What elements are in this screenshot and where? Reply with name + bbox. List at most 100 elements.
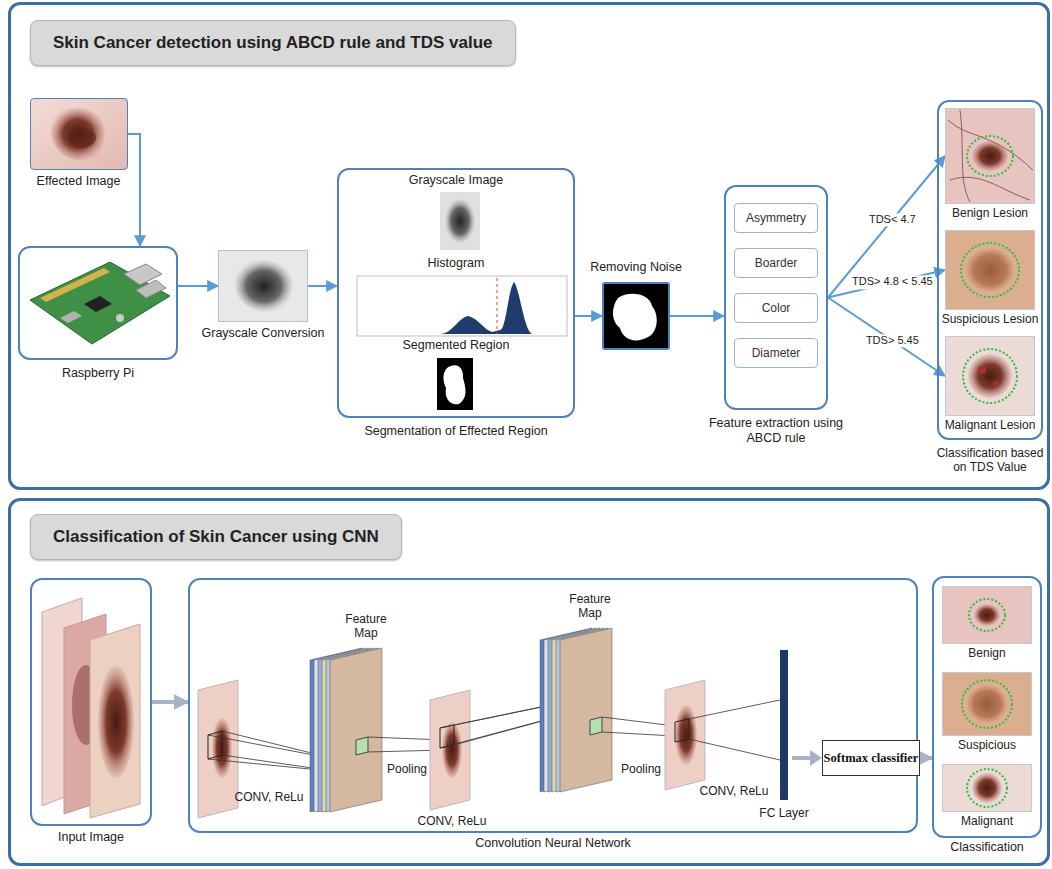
lesion-images-bottom <box>943 587 1031 811</box>
box-text: Softmax classifier <box>824 751 919 765</box>
feature-box: Color <box>734 293 818 323</box>
segmentation-illustration <box>357 192 567 410</box>
lesion-images-top <box>946 109 1034 415</box>
grayscale-skin-image <box>234 260 293 312</box>
lesion-images-bottom <box>962 680 1012 728</box>
affected-skin-image <box>51 108 105 161</box>
layer-label: CONV, ReLu <box>232 790 306 804</box>
caption: Effected Image <box>8 174 150 189</box>
caption: Removing Noise <box>580 260 692 275</box>
lesion-images-bottom <box>967 769 1007 807</box>
cnn-layers <box>602 717 675 736</box>
box-text: Boarder <box>755 256 798 270</box>
raspberry-pi-board <box>84 296 112 312</box>
noise-removed-mask <box>603 283 669 349</box>
noise-removed-mask <box>603 283 669 349</box>
cnn-layers <box>590 717 602 735</box>
caption: Malignant Lesion <box>937 418 1043 432</box>
lesion-images-top <box>968 354 1012 398</box>
feature-box: Diameter <box>734 338 818 368</box>
edge-label: TDS> 4.8 < 5.45 <box>850 276 935 289</box>
cnn-layers <box>780 650 788 800</box>
cnn-layers <box>356 737 368 755</box>
flow-arrow <box>828 156 945 298</box>
feature-box: Asymmetry <box>734 203 818 233</box>
noise-removal-image: Removing Noise <box>602 282 670 350</box>
lesion-images-bottom <box>967 685 1007 723</box>
lesion-images-top <box>993 381 999 387</box>
caption: Segmented Region <box>337 338 575 353</box>
caption: Convolution Neural Network <box>188 836 918 851</box>
affected-skin-image <box>68 128 96 148</box>
flow-arrow <box>152 700 188 704</box>
affected-skin-image <box>31 99 127 169</box>
lesion-images-top <box>946 109 1034 203</box>
lesion-images-top <box>972 141 1008 171</box>
raspberry-pi-board <box>30 262 170 344</box>
lesion-image: Malignant Lesion <box>945 336 1035 416</box>
cnn-layers <box>330 648 382 812</box>
layer-label: Feature Map <box>560 592 620 621</box>
caption: Grayscale Image <box>337 173 575 188</box>
detection-panel: Skin Cancer detection using ABCD rule an… <box>8 2 1050 490</box>
lesion-image: Benign Lesion <box>945 108 1035 204</box>
lesion-image: Suspicious <box>942 672 1032 736</box>
lesion-images-bottom <box>972 773 1002 803</box>
cnn-layers <box>430 690 470 810</box>
cnn-layers <box>792 756 812 760</box>
input-image-slabs <box>98 666 134 778</box>
caption: Benign Lesion <box>937 206 1043 220</box>
cnn-layers <box>198 680 238 818</box>
lesion-images-bottom <box>943 587 1031 643</box>
lesion-images-top <box>966 248 1014 292</box>
segmentation-illustration <box>440 192 480 250</box>
lesion-images-bottom <box>969 599 1005 631</box>
segmentation-illustration <box>357 276 567 336</box>
flow-arrow <box>828 298 945 377</box>
segmentation-illustration <box>497 278 498 334</box>
caption: Histogram <box>337 256 575 271</box>
softmax-box: Softmax classifier <box>822 740 920 776</box>
grayscale-skin-image <box>219 251 307 321</box>
flow-arrow <box>128 134 140 246</box>
lesion-images-top <box>948 110 1033 202</box>
cnn-layers <box>665 680 705 790</box>
lesion-image: Malignant <box>942 764 1032 812</box>
segmentation-illustration <box>443 365 465 404</box>
lesion-image: Benign <box>942 586 1032 644</box>
caption: Suspicious Lesion <box>937 312 1043 326</box>
lesion-images-top <box>967 136 1013 176</box>
edge-label: TDS< 4.7 <box>867 213 918 226</box>
cnn-layers <box>675 719 689 742</box>
raspberry-pi-board <box>136 280 166 298</box>
box-text: Color <box>762 301 791 315</box>
flow-arrow <box>575 315 602 317</box>
lesion-images-top <box>963 349 1017 403</box>
lesion-images-top <box>961 243 1019 297</box>
caption: Malignant <box>934 814 1040 828</box>
layer-label: FC Layer <box>754 806 814 820</box>
lesion-image: Suspicious Lesion <box>945 230 1035 310</box>
box-text: Diameter <box>752 346 801 360</box>
raspberry-pi-board <box>116 314 124 322</box>
cnn-layers <box>810 750 822 766</box>
lesion-images-bottom <box>974 604 1000 626</box>
box-text: Asymmetry <box>746 211 806 225</box>
lesion-images-top <box>978 366 986 374</box>
grayscale-skin-image <box>219 251 307 321</box>
caption: Suspicious <box>934 738 1040 752</box>
caption: Classification <box>932 840 1042 855</box>
input-image-stack: Input Image <box>30 578 152 826</box>
segmentation-box: Grayscale ImageHistogramSegmented Region… <box>337 168 575 418</box>
lesion-images-bottom <box>943 673 1031 735</box>
cnn-layers <box>675 705 697 765</box>
segmentation-illustration <box>440 282 532 334</box>
layer-label: Pooling <box>384 762 430 776</box>
lesion-images-top <box>946 231 1034 309</box>
panel-title: Skin Cancer detection using ABCD rule an… <box>30 20 516 66</box>
caption: Feature extraction using ABCD rule <box>702 416 850 446</box>
segmentation-illustration <box>445 199 475 243</box>
flow-arrow <box>828 270 945 298</box>
caption: Benign <box>934 646 1040 660</box>
